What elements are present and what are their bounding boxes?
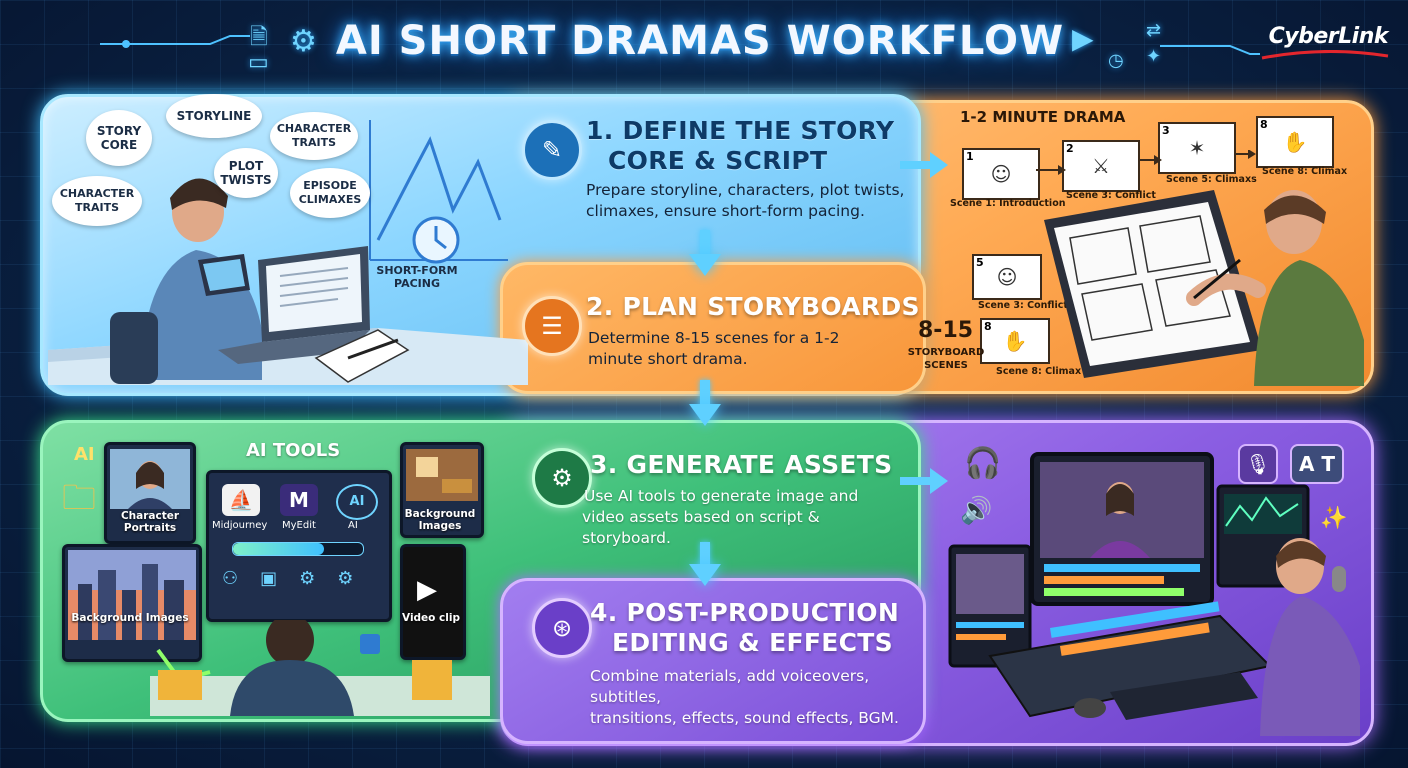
scene-1-caption: Scene 1: Introduction: [950, 198, 1066, 209]
background-images-card-left: [62, 544, 202, 662]
scene-3-caption: Scene 3: Conflict: [1066, 190, 1156, 201]
background-images-card-right: [400, 442, 484, 538]
magic-wand-icon: ✦: [1146, 46, 1162, 67]
arrow-1-2: [689, 254, 721, 276]
step-1-title: 1. DEFINE THE STORY CORE & SCRIPT: [586, 116, 895, 175]
cyberlink-logo: CyberLink: [1268, 24, 1389, 49]
subtitle-text-icon: A T: [1290, 444, 1344, 484]
ai-chip-icon: AI: [336, 484, 378, 520]
generation-progress-fill: [233, 543, 324, 555]
video-clip-card: ▶: [400, 544, 466, 660]
headphones-icon: 🎧: [964, 446, 1002, 481]
room-image: [406, 449, 478, 501]
tool-label-ai: AI: [348, 520, 358, 531]
background-images-left-label: Background Images: [71, 612, 189, 624]
folder-icon: 🗀: [62, 478, 96, 518]
ai-tools-label: AI TOOLS: [246, 440, 341, 461]
drama-length-heading: 1-2 MINUTE DRAMA: [960, 108, 1126, 126]
arrow-3-4-stem: [700, 542, 710, 568]
character-portrait-card: [104, 442, 196, 544]
gear-icon: ⚙: [290, 24, 317, 59]
scene-5-frame: ☺: [972, 254, 1042, 300]
speaker-icon: 🔊: [960, 496, 993, 526]
bubble-storyline: STORYLINE: [166, 94, 262, 138]
generation-progress-bar: [232, 542, 364, 556]
step-4-title: 4. POST-PRODUCTION EDITING & EFFECTS: [590, 598, 900, 657]
storyboard-tablet-illustration: [1044, 190, 1364, 386]
clock-icon: ◷: [1108, 50, 1124, 71]
monitor-icon: ▭: [248, 50, 269, 75]
arrow-to-editing: [900, 468, 948, 494]
asset-creator-illustration: [150, 620, 490, 716]
video-clip-label: Video clip: [402, 612, 460, 624]
arrow-2-3-stem: [700, 380, 710, 408]
scene-num-1: 1: [966, 150, 974, 163]
document-icon: 🗎: [250, 25, 268, 50]
storyboard-icon: ☰: [522, 296, 582, 356]
scene-num-5: 5: [976, 256, 984, 269]
editing-studio-illustration: [948, 452, 1360, 736]
film-reel-icon: ⊛: [532, 598, 592, 658]
magic-wand-effects-icon: ✨: [1320, 506, 1348, 531]
step-3-title: 3. GENERATE ASSETS: [590, 450, 893, 479]
arrow-to-storyboard: [900, 152, 948, 178]
step-2-title: 2. PLAN STORYBOARDS: [586, 292, 920, 321]
step-1-illustration: [48, 120, 528, 385]
arrow-2-3: [689, 404, 721, 426]
circuit-lines-right: [1160, 45, 1260, 55]
scene-8b-caption: Scene 8: Climax: [996, 366, 1082, 377]
city-image: [68, 550, 196, 640]
scene-3-frame: ✶: [1158, 122, 1236, 174]
step-4-description: Combine materials, add voiceovers, subti…: [590, 667, 899, 727]
video-player-icon: ▶: [1072, 22, 1094, 55]
page-title: AI SHORT DRAMAS WORKFLOW: [335, 18, 1065, 64]
share-icon: ⇄: [1146, 20, 1162, 41]
scene-1-frame: ☺: [962, 148, 1040, 200]
ai-badge: AI: [74, 444, 95, 465]
microphone-icon: 🎙: [1238, 444, 1278, 484]
script-icon: ✎: [522, 120, 582, 180]
scene-num-3: 3: [1162, 124, 1170, 137]
scene-num-8b: 8: [984, 320, 992, 333]
tool-label-midjourney: Midjourney: [212, 520, 268, 531]
scene-5-caption: Scene 5: Climaxs: [1166, 174, 1257, 185]
tool-label-myedit: MyEdit: [282, 520, 316, 531]
portrait-image: [110, 449, 190, 509]
scene-num-2: 2: [1066, 142, 1074, 155]
circuit-lines-left: [100, 35, 250, 48]
folder-gear-icon: ⚙: [532, 448, 592, 508]
midjourney-icon: ⛵: [222, 484, 260, 516]
scene-2-frame: ⚔: [1062, 140, 1140, 192]
step-1-description: Prepare storyline, characters, plot twis…: [586, 181, 905, 220]
scene-8b-frame: ✋: [980, 318, 1050, 364]
scene-8-frame: ✋: [1256, 116, 1334, 168]
arrow-1-2-stem: [700, 230, 710, 258]
scene-num-8: 8: [1260, 118, 1268, 131]
scene-8-caption: Scene 8: Climax: [1262, 166, 1348, 177]
arrow-3-4: [689, 564, 721, 586]
scene-3b-caption: Scene 3: Conflict: [978, 300, 1068, 311]
play-icon: ▶: [417, 575, 437, 605]
logo-swoosh: [1261, 50, 1389, 60]
scene-count: 8-15: [918, 318, 974, 343]
tool-action-icons: ⚇▣⚙⚙: [222, 568, 376, 589]
myedit-icon: M: [280, 484, 318, 516]
scene-flow-arrows: [1036, 150, 1256, 175]
